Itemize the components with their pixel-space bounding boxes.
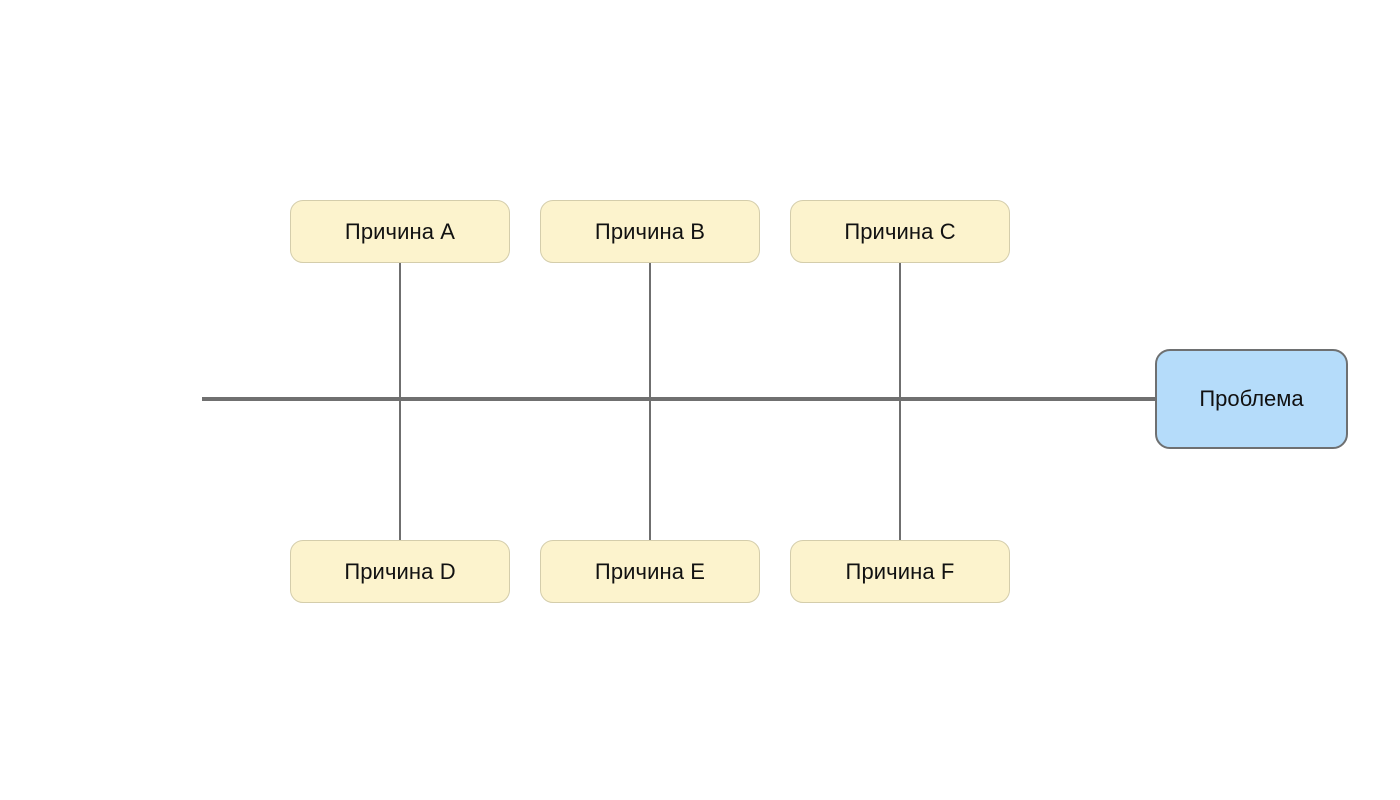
cause-node-f-label: Причина F — [845, 558, 955, 584]
branch-line-cause-c — [899, 263, 901, 401]
cause-node-d-label: Причина D — [344, 558, 456, 584]
branch-line-cause-d — [399, 397, 401, 540]
branch-line-cause-a — [399, 263, 401, 401]
cause-node-a[interactable]: Причина A — [290, 200, 510, 263]
cause-node-b-label: Причина B — [594, 218, 706, 244]
cause-node-c-label: Причина C — [844, 218, 956, 244]
cause-node-e-label: Причина E — [594, 558, 706, 584]
cause-node-c[interactable]: Причина C — [790, 200, 1010, 263]
branch-line-cause-f — [899, 397, 901, 540]
cause-node-b[interactable]: Причина B — [540, 200, 760, 263]
cause-node-d[interactable]: Причина D — [290, 540, 510, 603]
problem-node[interactable]: Проблема — [1155, 349, 1348, 449]
spine-line — [202, 397, 1155, 401]
branch-line-cause-e — [649, 397, 651, 540]
branch-line-cause-b — [649, 263, 651, 401]
cause-node-f[interactable]: Причина F — [790, 540, 1010, 603]
problem-node-label: Проблема — [1199, 386, 1304, 411]
cause-node-a-label: Причина A — [344, 218, 456, 244]
cause-node-e[interactable]: Причина E — [540, 540, 760, 603]
